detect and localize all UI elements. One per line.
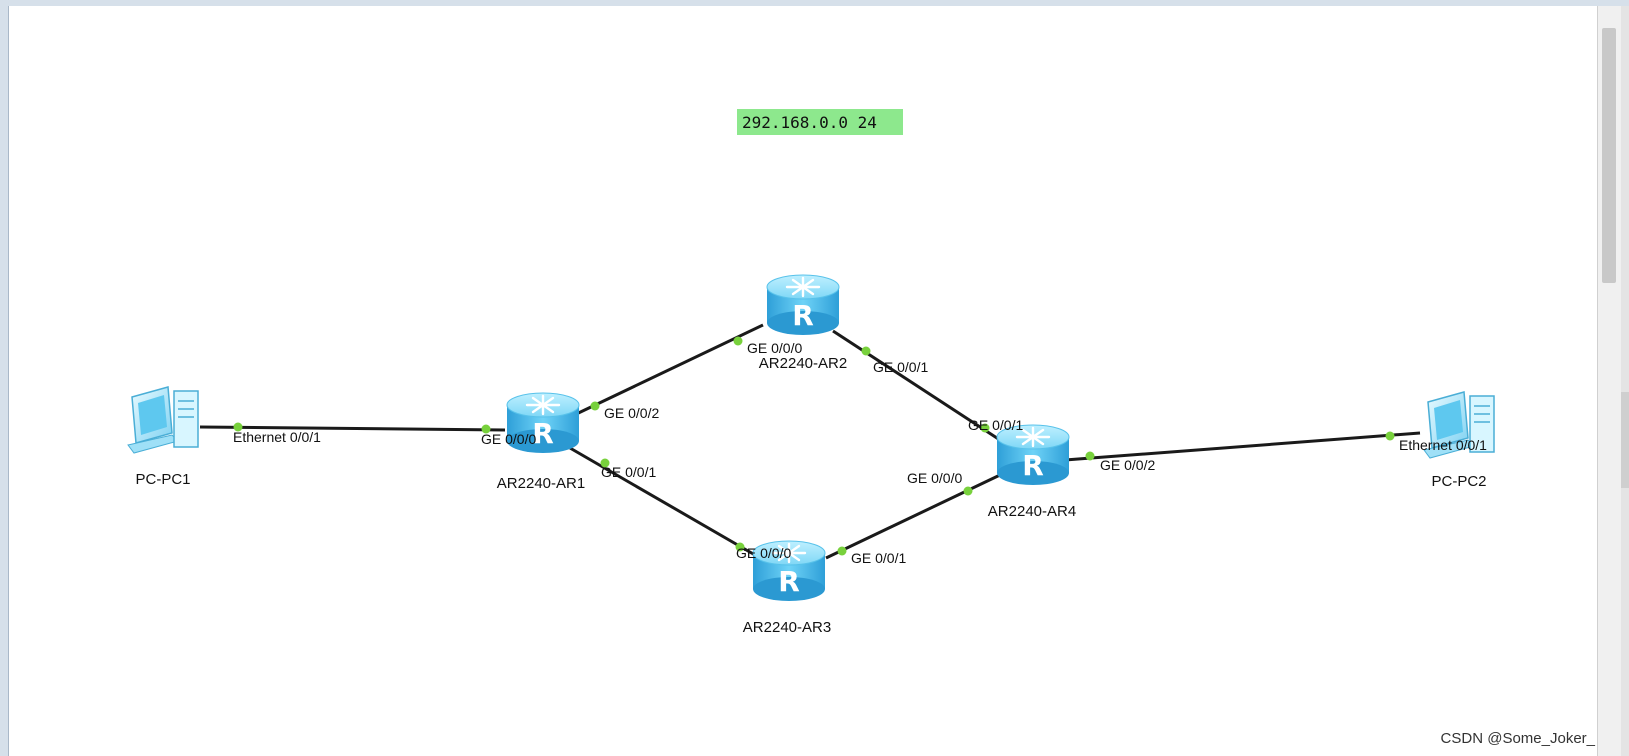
port-dot <box>963 486 973 496</box>
network-label-box <box>737 109 903 135</box>
port-label: GE 0/0/0 <box>481 431 536 447</box>
device-label-ar1: AR2240-AR1 <box>497 475 585 492</box>
device-label-ar2: AR2240-AR2 <box>759 355 847 372</box>
port-dot <box>733 336 743 346</box>
side-panel-handle[interactable] <box>1621 392 1629 488</box>
port-label: Ethernet 0/0/1 <box>1399 437 1487 453</box>
device-label-pc2: PC-PC2 <box>1431 473 1486 490</box>
network-label: 292.168.0.0 24 <box>742 113 877 132</box>
vertical-scrollbar[interactable] <box>1597 6 1622 756</box>
port-label: GE 0/0/2 <box>604 405 659 421</box>
port-dots <box>233 336 1395 556</box>
device-pc1[interactable] <box>127 386 199 454</box>
port-label: GE 0/0/1 <box>851 550 906 566</box>
port-dot <box>600 458 610 468</box>
device-ar4[interactable] <box>995 423 1071 487</box>
watermark: CSDN @Some_Joker_ <box>1440 730 1595 747</box>
port-dot <box>980 423 990 433</box>
port-dot <box>233 422 243 432</box>
device-ar2[interactable] <box>765 273 841 337</box>
router-icon <box>765 273 841 337</box>
port-dot <box>735 542 745 552</box>
port-label: GE 0/0/1 <box>601 464 656 480</box>
port-label: GE 0/0/0 <box>747 340 802 356</box>
link-ar3-ar4[interactable] <box>825 473 1001 560</box>
device-label-ar3: AR2240-AR3 <box>743 619 831 636</box>
port-label: GE 0/0/1 <box>968 417 1023 433</box>
port-dot <box>590 401 600 411</box>
side-panel-edge <box>1621 6 1629 756</box>
port-dot <box>1085 451 1095 461</box>
link-pc1-ar1[interactable] <box>199 425 506 432</box>
link-ar1-ar2[interactable] <box>569 323 764 419</box>
link-ar1-ar3[interactable] <box>569 446 756 557</box>
link-ar2-ar4[interactable] <box>832 329 1001 442</box>
device-label-pc1: PC-PC1 <box>135 471 190 488</box>
port-label: Ethernet 0/0/1 <box>233 429 321 445</box>
port-label: GE 0/0/0 <box>736 545 791 561</box>
port-label: GE 0/0/2 <box>1100 457 1155 473</box>
port-dot <box>837 546 847 556</box>
port-label: GE 0/0/1 <box>873 359 928 375</box>
device-label-ar4: AR2240-AR4 <box>988 503 1076 520</box>
pc-icon <box>127 386 199 454</box>
port-dot <box>861 346 871 356</box>
port-label: GE 0/0/0 <box>907 470 962 486</box>
router-icon <box>995 423 1071 487</box>
link-ar4-pc2[interactable] <box>1064 431 1421 462</box>
links <box>199 323 1421 560</box>
port-dot <box>1385 431 1395 441</box>
scrollbar-thumb[interactable] <box>1602 28 1616 283</box>
port-dot <box>481 424 491 434</box>
